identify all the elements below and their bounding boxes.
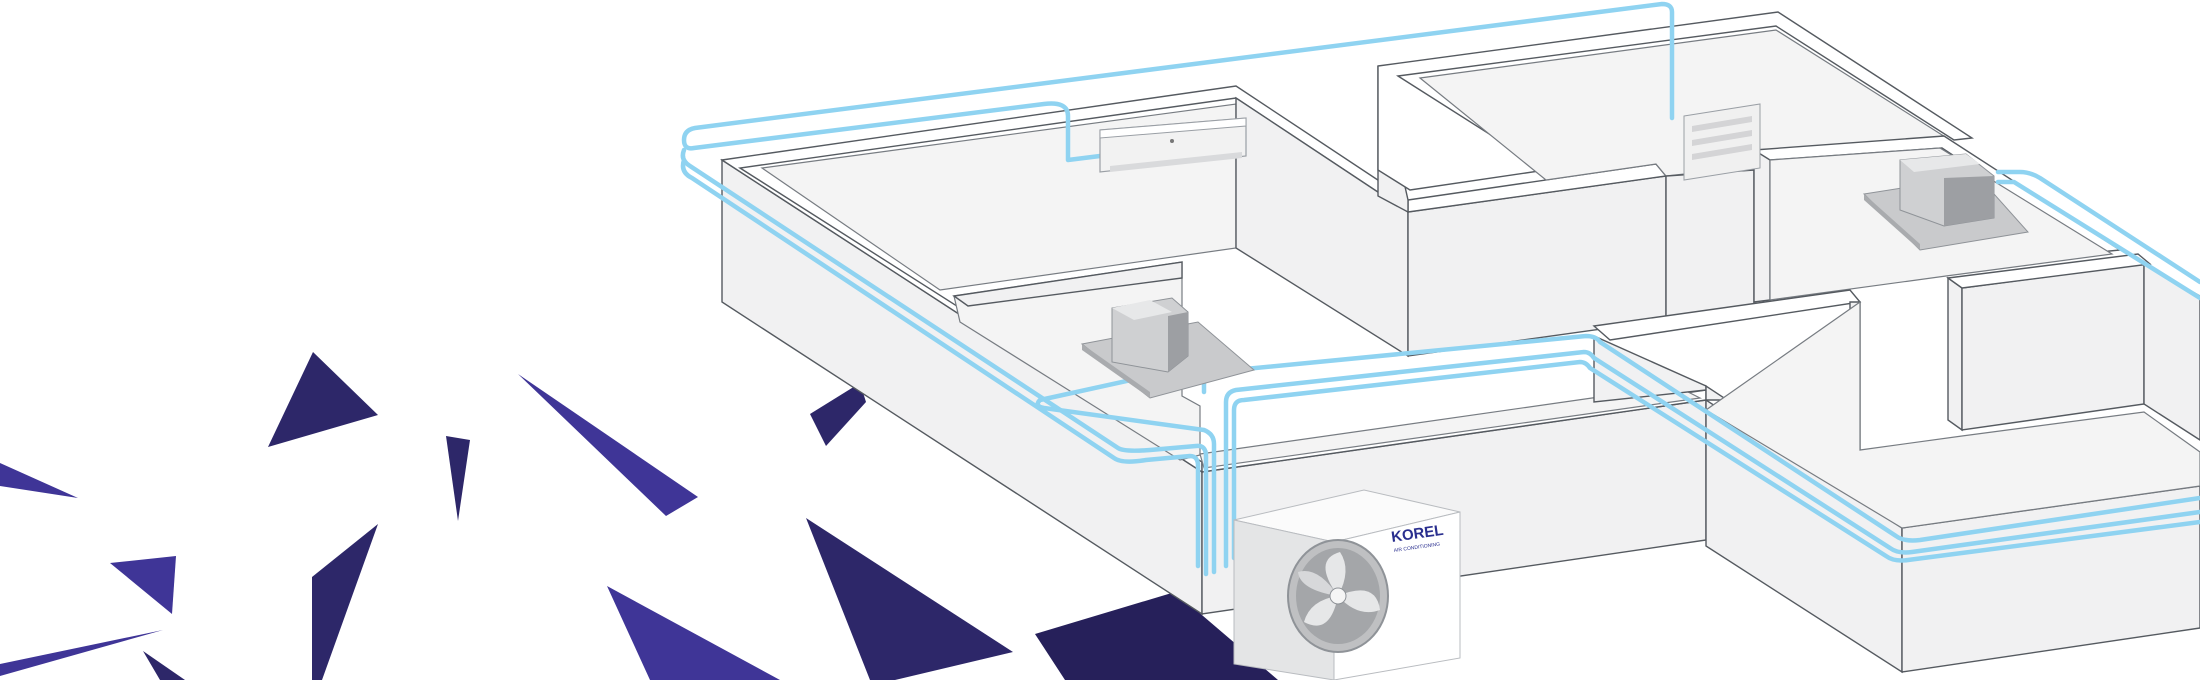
pipe-line — [1035, 361, 1217, 575]
pipe-line — [680, 157, 1201, 569]
floor-console-unit-icon — [1683, 103, 1761, 181]
room-floor — [1199, 387, 1702, 469]
pipe-line — [1995, 169, 2200, 285]
wall-side — [1753, 148, 1771, 303]
wall-split-unit-icon — [1099, 117, 1247, 173]
shard — [312, 524, 378, 680]
shard — [0, 463, 78, 498]
ceiling-cassette-unit-icon — [1862, 153, 2029, 251]
room-floor — [1704, 300, 2200, 529]
pipe-line — [1223, 349, 2200, 569]
building — [720, 11, 2200, 674]
wall-top — [952, 261, 1183, 307]
ceiling-cassette-unit-icon — [1080, 297, 1256, 399]
shard — [1035, 592, 1278, 680]
shard — [446, 436, 470, 521]
outdoor-unit: KOREL AIR CONDITIONING — [1233, 489, 1461, 680]
shard — [518, 374, 698, 516]
wall-side — [1665, 169, 1755, 319]
fan-icon — [1287, 539, 1389, 653]
shard — [268, 352, 378, 447]
shard — [607, 586, 780, 680]
shard — [143, 651, 185, 680]
pipe-line — [1995, 179, 2200, 301]
wall-top — [1946, 253, 2152, 289]
shard — [806, 518, 1013, 680]
wall-side — [1961, 263, 2145, 431]
shard — [810, 383, 866, 446]
shard — [0, 630, 163, 676]
wall-top — [1377, 11, 1975, 191]
decorative-shards — [0, 352, 1278, 680]
pipe-line — [1231, 359, 2200, 563]
shard — [110, 556, 176, 614]
wall-side — [1947, 276, 1963, 432]
pipe-line — [681, 1, 1675, 163]
refrigerant-pipes — [680, 1, 2200, 577]
